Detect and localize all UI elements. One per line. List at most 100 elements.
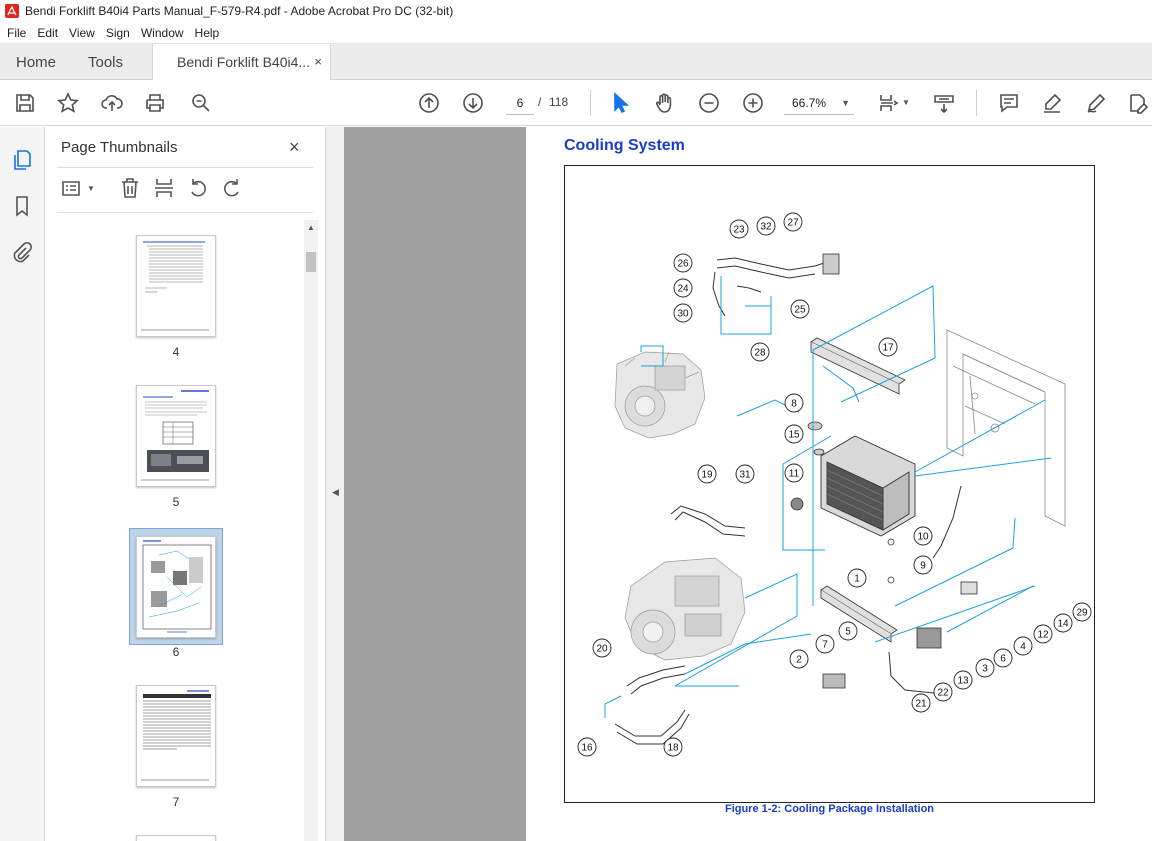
callout-19: 19: [697, 464, 717, 484]
page-heading: Cooling System: [564, 137, 685, 154]
callout-circle: [911, 693, 931, 713]
thumbnail-page-8-partial[interactable]: [136, 835, 216, 841]
print-icon[interactable]: [143, 91, 167, 115]
callout-circle: [784, 424, 804, 444]
page-fit-icon[interactable]: [876, 91, 900, 115]
select-cursor-icon[interactable]: [608, 91, 632, 115]
panel-splitter[interactable]: ◀: [325, 127, 344, 841]
save-icon[interactable]: [13, 91, 37, 115]
tab-tools[interactable]: Tools: [88, 53, 124, 71]
page-thumbnails-icon[interactable]: [11, 149, 35, 173]
divider: [57, 212, 313, 213]
attachment-icon[interactable]: [11, 241, 35, 265]
zoom-search-icon[interactable]: [189, 91, 213, 115]
callout-number: 17: [882, 343, 894, 354]
bookmark-icon[interactable]: [11, 195, 35, 219]
page-separator: /: [538, 95, 542, 109]
toolbar-divider: [976, 90, 977, 116]
thumbnail-page-4[interactable]: [136, 235, 216, 337]
callout-28: 28: [750, 342, 770, 362]
zoom-level-select[interactable]: 66.7% ▼: [784, 91, 854, 115]
tab-home[interactable]: Home: [16, 53, 57, 71]
callout-number: 12: [1037, 630, 1049, 641]
callout-number: 22: [937, 688, 949, 699]
callout-12: 12: [1033, 624, 1053, 644]
highlight-icon[interactable]: [1040, 91, 1064, 115]
callout-number: 20: [596, 644, 608, 655]
page-up-icon[interactable]: [417, 91, 441, 115]
thumbnail-label: 6: [172, 645, 180, 659]
zoom-in-icon[interactable]: [741, 91, 765, 115]
callout-18: 18: [663, 737, 683, 757]
chevron-down-icon[interactable]: ▼: [902, 98, 910, 107]
document-viewport[interactable]: Cooling System: [344, 127, 1152, 841]
callout-10: 10: [913, 526, 933, 546]
page-number-input[interactable]: 6: [506, 91, 534, 115]
scroll-up-icon[interactable]: ▲: [307, 223, 315, 232]
callout-circle: [577, 737, 597, 757]
star-icon[interactable]: [56, 91, 80, 115]
callout-25: 25: [790, 299, 810, 319]
tab-document[interactable]: Bendi Forklift B40i4... ×: [152, 44, 331, 80]
sign-icon[interactable]: [1084, 91, 1108, 115]
callout-29: 29: [1072, 602, 1092, 622]
callout-number: 27: [787, 218, 799, 229]
callout-31: 31: [735, 464, 755, 484]
callout-number: 25: [794, 305, 806, 316]
menu-help[interactable]: Help: [194, 25, 220, 40]
page-down-icon[interactable]: [461, 91, 485, 115]
close-icon[interactable]: ×: [289, 137, 300, 157]
delete-icon[interactable]: [119, 177, 143, 201]
chevron-down-icon: ▼: [841, 98, 850, 108]
chevron-down-icon[interactable]: ▼: [87, 184, 95, 193]
rotate-right-icon[interactable]: [221, 177, 245, 201]
thumbnails-panel: Page Thumbnails × ▼: [45, 127, 325, 841]
callout-circle: [1013, 636, 1033, 656]
chassis-frame-drawing: [946, 329, 1066, 527]
panel-title: Page Thumbnails: [61, 139, 178, 156]
menu-edit[interactable]: Edit: [37, 25, 59, 40]
thumbnail-label: 5: [172, 495, 180, 509]
callout-number: 5: [845, 627, 851, 638]
upload-icon[interactable]: [100, 91, 124, 115]
callout-circle: [697, 464, 717, 484]
callout-circle: [756, 216, 776, 236]
zoom-out-icon[interactable]: [697, 91, 721, 115]
callout-30: 30: [673, 303, 693, 323]
thumbnail-page-5[interactable]: [136, 385, 216, 487]
menu-view[interactable]: View: [69, 25, 95, 40]
menu-window[interactable]: Window: [140, 25, 184, 40]
callout-number: 28: [754, 348, 766, 359]
callout-number: 10: [917, 532, 929, 543]
callout-circle: [784, 463, 804, 483]
callout-16: 16: [577, 737, 597, 757]
scrollbar-thumb[interactable]: [306, 252, 316, 272]
callout-2: 2: [789, 649, 809, 669]
hand-icon[interactable]: [653, 91, 677, 115]
callout-17: 17: [878, 337, 898, 357]
thumbnail-page-6[interactable]: [136, 536, 216, 638]
thumbnail-page-7[interactable]: [136, 685, 216, 787]
thumbnail-label: 4: [172, 345, 180, 359]
extract-pages-icon[interactable]: [153, 177, 177, 201]
scroll-mode-icon[interactable]: [932, 91, 956, 115]
callout-number: 8: [791, 399, 797, 410]
collapse-panel-icon[interactable]: ◀: [332, 487, 339, 497]
top-bracket-drawing: [810, 337, 906, 395]
callout-3: 3: [975, 658, 995, 678]
page-6-preview: [142, 540, 212, 633]
menu-sign[interactable]: Sign: [105, 25, 130, 40]
menu-file[interactable]: File: [7, 25, 27, 40]
callout-1: 1: [847, 568, 867, 588]
rotate-left-icon[interactable]: [187, 177, 211, 201]
edit-pdf-icon[interactable]: [1126, 91, 1150, 115]
thumbnail-scrollbar[interactable]: ▲: [304, 220, 318, 841]
tab-close-icon[interactable]: ×: [314, 54, 322, 69]
bottom-bracket-drawing: [820, 585, 898, 643]
callout-number: 6: [1000, 654, 1006, 665]
options-menu-icon[interactable]: [61, 177, 85, 201]
comment-icon[interactable]: [997, 91, 1021, 115]
hoses-drawing: [614, 257, 962, 745]
callout-22: 22: [933, 682, 953, 702]
